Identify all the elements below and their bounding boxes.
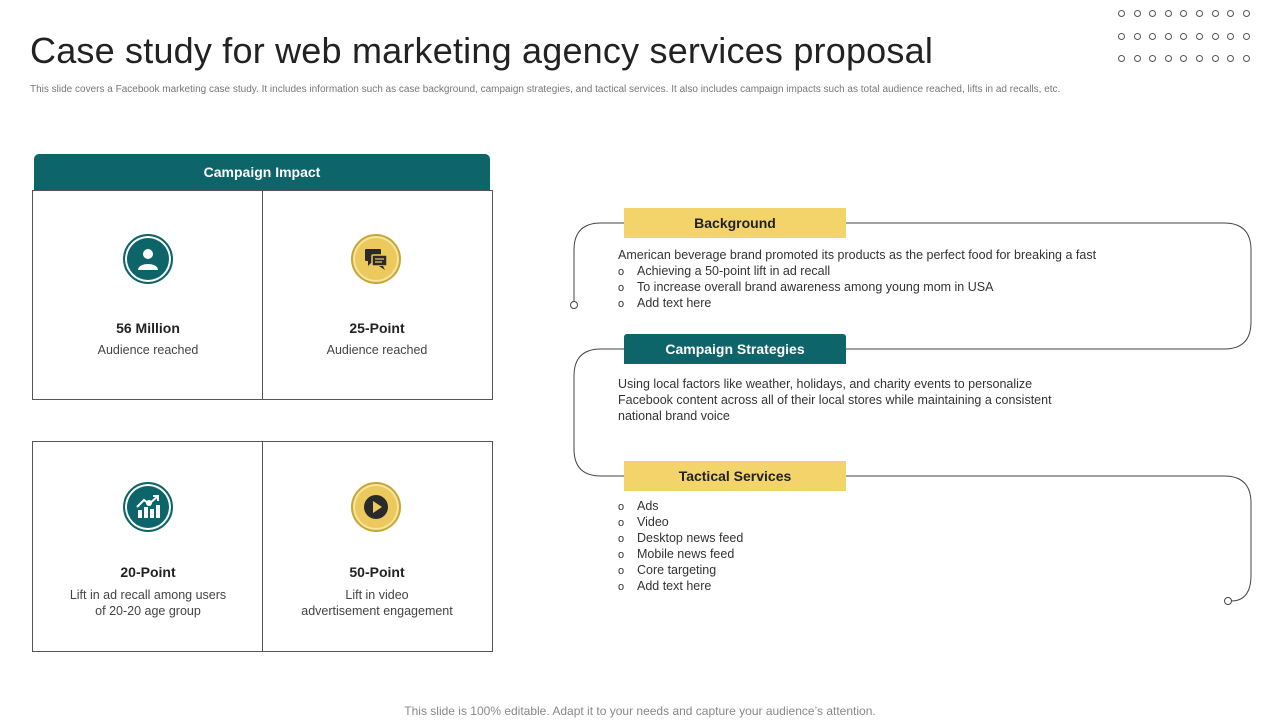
bullet: o <box>618 298 625 310</box>
stat-label-line1: Lift in video <box>345 588 409 602</box>
decorative-dot <box>1149 10 1157 17</box>
decorative-dot <box>1227 32 1235 40</box>
impact-cell-ad-recall: 20-Point Lift in ad recall among users o… <box>33 564 263 619</box>
decorative-dot <box>1211 10 1219 17</box>
bullet: o <box>618 549 625 561</box>
play-icon <box>351 482 401 532</box>
decorative-dot <box>1242 10 1250 17</box>
decorative-dot <box>1118 10 1125 17</box>
decorative-dot <box>1196 32 1203 40</box>
strategy-line: national brand voice <box>618 409 730 423</box>
decorative-dot <box>1118 32 1125 40</box>
decorative-dot <box>1149 32 1157 40</box>
decorative-dot <box>1164 55 1172 62</box>
bullet: o <box>618 533 625 545</box>
decorative-dot <box>1196 10 1203 17</box>
stat-value: 50-Point <box>349 564 405 580</box>
decorative-dot <box>1180 32 1188 40</box>
decorative-dot-grid <box>1118 6 1258 66</box>
stat-label-line2: advertisement engagement <box>301 604 453 618</box>
bullet: o <box>618 581 625 593</box>
decorative-dot <box>1196 55 1203 62</box>
decorative-dot <box>1164 10 1172 17</box>
growth-chart-icon <box>123 482 173 532</box>
strategy-line: Facebook content across all of their loc… <box>618 393 1052 407</box>
campaign-impact-header: Campaign Impact <box>34 154 490 190</box>
impact-cell-video: 50-Point Lift in video advertisement eng… <box>262 564 492 619</box>
bullet: o <box>618 501 625 513</box>
stat-label: Audience reached <box>97 343 199 357</box>
bullet: o <box>618 266 625 278</box>
decorative-dot <box>1133 10 1141 17</box>
divider <box>262 190 263 400</box>
decorative-dot <box>1242 32 1250 40</box>
stat-value: 20-Point <box>120 564 176 580</box>
stat-label: Audience reached <box>326 343 428 357</box>
decorative-dot <box>1133 55 1141 62</box>
tactical-services-tag: Tactical Services <box>624 461 846 491</box>
decorative-dot <box>1211 32 1219 40</box>
decorative-dot <box>1118 55 1125 62</box>
stat-value: 56 Million <box>116 320 180 336</box>
stat-label-line2: of 20-20 age group <box>95 604 201 618</box>
decorative-dot <box>1164 32 1172 40</box>
stat-label-line1: Lift in ad recall among users <box>69 588 227 602</box>
decorative-dot <box>1133 32 1141 40</box>
decorative-dot <box>1180 10 1188 17</box>
bullet: o <box>618 282 625 294</box>
background-intro: American beverage brand promoted its pro… <box>618 248 1097 262</box>
decorative-dot <box>1211 55 1219 62</box>
decorative-dot <box>1227 55 1235 62</box>
bullet: o <box>618 565 625 577</box>
decorative-dot <box>1180 55 1188 62</box>
user-icon <box>123 234 173 284</box>
impact-cell-audience-points: 25-Point Audience reached <box>262 320 492 358</box>
decorative-dot <box>1227 10 1235 17</box>
divider <box>262 441 263 652</box>
decorative-dot <box>1149 55 1157 62</box>
bullet: o <box>618 517 625 529</box>
page-title: Case study for web marketing agency serv… <box>30 30 934 71</box>
chat-icon <box>351 234 401 284</box>
impact-cell-audience: 56 Million Audience reached <box>33 320 263 358</box>
decorative-dot <box>1242 55 1250 62</box>
campaign-strategies-tag: Campaign Strategies <box>624 334 846 364</box>
page-subtitle: This slide covers a Facebook marketing c… <box>30 84 1061 95</box>
stat-value: 25-Point <box>349 320 405 336</box>
background-tag: Background <box>624 208 846 238</box>
strategy-line: Using local factors like weather, holida… <box>618 377 1033 391</box>
footer-note: This slide is 100% editable. Adapt it to… <box>404 704 876 718</box>
